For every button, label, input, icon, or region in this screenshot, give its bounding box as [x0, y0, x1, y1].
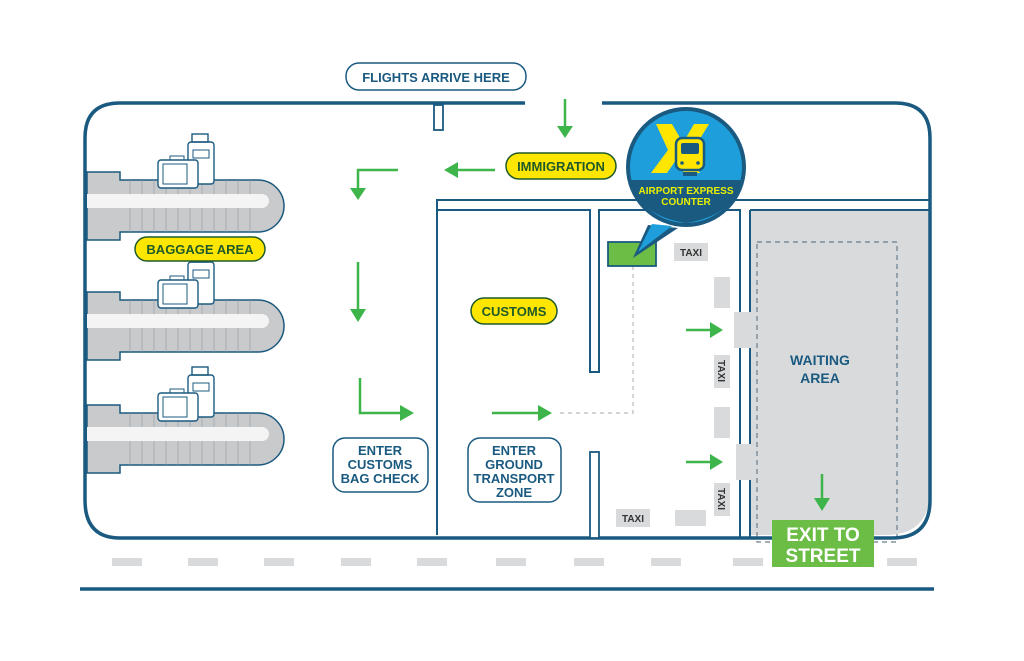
- exit-text-line: STREET: [786, 546, 861, 567]
- baggage-carousels: [86, 133, 285, 474]
- taxi-label: TAXI: [622, 514, 644, 525]
- enter-ground-line: TRANSPORT: [474, 471, 555, 486]
- airport-express-x-bus-icon: [651, 124, 709, 176]
- taxi-stand-2: TAXI: [714, 355, 730, 388]
- enter-ground-transport-label: ENTER GROUND TRANSPORT ZONE: [467, 437, 562, 503]
- arrow-down-baggage: [350, 262, 366, 322]
- luggage-icon: [157, 366, 215, 422]
- customs-wall-inner: [437, 209, 741, 373]
- enter-ground-line: ENTER: [492, 443, 537, 458]
- luggage-icon: [157, 133, 215, 189]
- badge-text-line: AIRPORT EXPRESS: [638, 186, 733, 197]
- immigration-text: IMMIGRATION: [517, 159, 605, 174]
- direction-arrows: [350, 99, 830, 511]
- building-outer-wall: [83, 101, 932, 540]
- arrow-right-door-2: [686, 454, 723, 470]
- immigration-label: IMMIGRATION: [505, 152, 617, 180]
- luggage-icon: [157, 253, 215, 309]
- arrival-gate: [433, 104, 444, 131]
- flights-arrive-label: FLIGHTS ARRIVE HERE: [345, 62, 527, 91]
- enter-ground-line: GROUND: [485, 457, 543, 472]
- waiting-area-zone: [750, 210, 930, 535]
- waiting-area-door-2: [736, 444, 756, 480]
- exit-to-street-sign: EXIT TO STREET: [772, 520, 874, 567]
- flights-arrive-text: FLIGHTS ARRIVE HERE: [362, 70, 510, 85]
- customs-label: CUSTOMS: [470, 297, 558, 325]
- lane-dash: [574, 558, 604, 566]
- arrow-turn-down-1: [350, 168, 398, 200]
- taxi-stand-3: TAXI: [714, 483, 730, 516]
- lane-dash: [264, 558, 294, 566]
- enter-customs-line: BAG CHECK: [341, 471, 420, 486]
- enter-ground-line: ZONE: [496, 485, 532, 500]
- baggage-area-text: BAGGAGE AREA: [146, 242, 254, 257]
- road-lane-markings: [112, 558, 917, 566]
- transport-zone-wall-lower: [589, 451, 600, 539]
- arrow-down-exit: [814, 474, 830, 511]
- taxi-stall-empty-2: [714, 407, 730, 438]
- enter-customs-line: ENTER: [358, 443, 403, 458]
- arrow-right-door-1: [686, 322, 723, 338]
- waiting-area-wall-top: [739, 210, 751, 312]
- arrow-right-ground: [492, 405, 552, 421]
- waiting-area-wall-bottom: [739, 480, 751, 538]
- taxi-stand-4: TAXI: [616, 509, 650, 527]
- lane-dash: [496, 558, 526, 566]
- arrow-down-gate: [557, 99, 573, 138]
- customs-text: CUSTOMS: [482, 304, 547, 319]
- baggage-area-label: BAGGAGE AREA: [134, 236, 266, 262]
- exit-text-line: EXIT TO: [786, 525, 860, 546]
- waiting-area-door-1: [734, 312, 754, 348]
- taxi-stall-empty-3: [675, 510, 706, 526]
- taxi-label: TAXI: [715, 360, 726, 382]
- lane-dash: [112, 558, 142, 566]
- taxi-stand-1: TAXI: [674, 243, 708, 261]
- waiting-area-text: WAITING: [790, 352, 850, 368]
- badge-pointer: [633, 225, 678, 258]
- lane-dash: [651, 558, 681, 566]
- baggage-carousel: [86, 253, 285, 361]
- enter-customs-label: ENTER CUSTOMS BAG CHECK: [332, 437, 429, 493]
- lane-dash: [188, 558, 218, 566]
- walking-path-dashed: [560, 262, 634, 414]
- waiting-area-text: AREA: [800, 370, 840, 386]
- baggage-carousel: [86, 366, 285, 474]
- lane-dash: [341, 558, 371, 566]
- lane-dash: [417, 558, 447, 566]
- lane-dash: [887, 558, 917, 566]
- arrow-turn-right: [358, 378, 414, 421]
- taxi-stall-empty-1: [714, 277, 730, 308]
- taxi-label: TAXI: [680, 248, 702, 259]
- arrow-left-immigration: [444, 162, 495, 178]
- waiting-area-wall-mid: [739, 348, 751, 444]
- baggage-carousel: [86, 133, 285, 241]
- badge-text-line: COUNTER: [661, 197, 711, 208]
- lane-dash: [733, 558, 763, 566]
- enter-customs-line: CUSTOMS: [348, 457, 413, 472]
- airport-express-badge: AIRPORT EXPRESS COUNTER: [626, 107, 746, 258]
- taxi-label: TAXI: [715, 488, 726, 510]
- waiting-area-dashed-boundary: [756, 241, 898, 543]
